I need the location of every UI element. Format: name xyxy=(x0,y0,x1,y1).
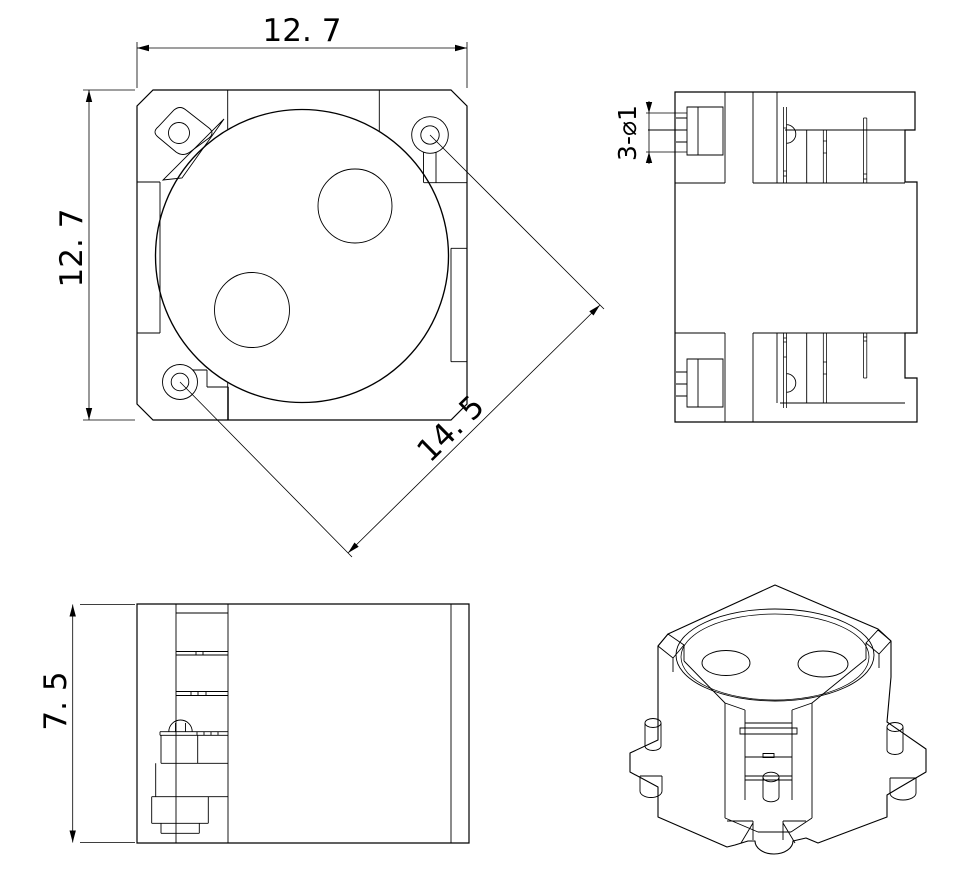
dome-bottom xyxy=(786,373,797,393)
dim-diagonal-text: 14. 5 xyxy=(410,388,492,469)
internal-edges xyxy=(137,90,467,420)
bore-hole-upper xyxy=(317,168,393,244)
polarity-flag xyxy=(161,118,225,181)
dimension-lines xyxy=(136,42,468,88)
keyhole-outer xyxy=(162,364,198,400)
bottom-feet xyxy=(727,820,806,844)
internal-edges-bottom xyxy=(675,332,905,422)
corner-pad xyxy=(154,107,225,181)
pin-bars-bottom xyxy=(783,333,868,408)
pin-bars-top xyxy=(783,107,868,183)
pin-body xyxy=(639,723,663,798)
arrowhead xyxy=(137,44,149,52)
front-channel xyxy=(724,702,813,833)
arrowhead xyxy=(589,305,600,316)
arrowhead xyxy=(85,90,93,102)
dimension-height: 12. 7 xyxy=(54,89,135,421)
part-outline xyxy=(674,91,918,423)
dimension-lines xyxy=(72,604,135,843)
keyhole-top-right xyxy=(411,116,467,184)
channel-walls xyxy=(724,702,813,833)
corner-posts xyxy=(657,629,892,704)
arrowhead xyxy=(645,102,653,113)
arrowhead xyxy=(645,152,653,163)
part-outline xyxy=(136,603,470,844)
dimension-lines xyxy=(646,101,687,164)
dim-holes-text: 3-⌀1 xyxy=(613,105,642,161)
keyhole-bottom-left xyxy=(162,364,229,420)
front-view: 7. 5 xyxy=(38,603,470,844)
channel-pin-body xyxy=(762,777,780,803)
left-flange-pins xyxy=(639,718,663,798)
dimension-holes: 3-⌀1 xyxy=(613,101,687,164)
leader-lines xyxy=(179,134,605,558)
bore-hole-lower xyxy=(214,272,290,348)
pin-body xyxy=(886,727,917,801)
dome-top xyxy=(786,124,797,144)
dimension-diagonal: 14. 5 xyxy=(179,134,605,558)
dimension-width: 12. 7 xyxy=(136,13,468,88)
keyhole-stem xyxy=(423,152,467,184)
keyhole-outer xyxy=(411,116,449,154)
main-bore-circle xyxy=(154,108,450,404)
side-view: 3-⌀1 xyxy=(613,91,918,423)
part-outline xyxy=(136,89,468,421)
dimension-height: 7. 5 xyxy=(38,604,135,843)
arrowhead xyxy=(85,408,93,420)
internal-edges xyxy=(151,604,452,843)
top-view: 12. 7 12. 7 14. 5 xyxy=(54,13,605,558)
keyhole-stem xyxy=(192,369,229,420)
dim-left-height-text: 12. 7 xyxy=(54,209,90,288)
dome xyxy=(168,719,193,732)
arrowhead xyxy=(455,44,467,52)
dim-front-height-text: 7. 5 xyxy=(38,671,74,730)
pad-outline xyxy=(154,107,213,155)
top-hole-right xyxy=(797,650,849,678)
top-rim-inner xyxy=(680,613,870,701)
top-hole-left xyxy=(701,650,751,676)
arrowhead xyxy=(348,542,359,553)
keyhole-inner xyxy=(420,125,440,145)
internal-edges-top xyxy=(648,92,905,184)
arrowhead xyxy=(69,830,76,843)
isometric-view xyxy=(629,584,927,855)
body-silhouette xyxy=(629,584,927,855)
dimension-lines xyxy=(83,89,135,421)
right-flange-pins xyxy=(886,722,917,801)
dim-top-width-text: 12. 7 xyxy=(263,13,342,49)
pad-hole xyxy=(168,122,190,144)
keyhole-inner xyxy=(170,372,190,392)
arrowhead xyxy=(69,604,76,617)
